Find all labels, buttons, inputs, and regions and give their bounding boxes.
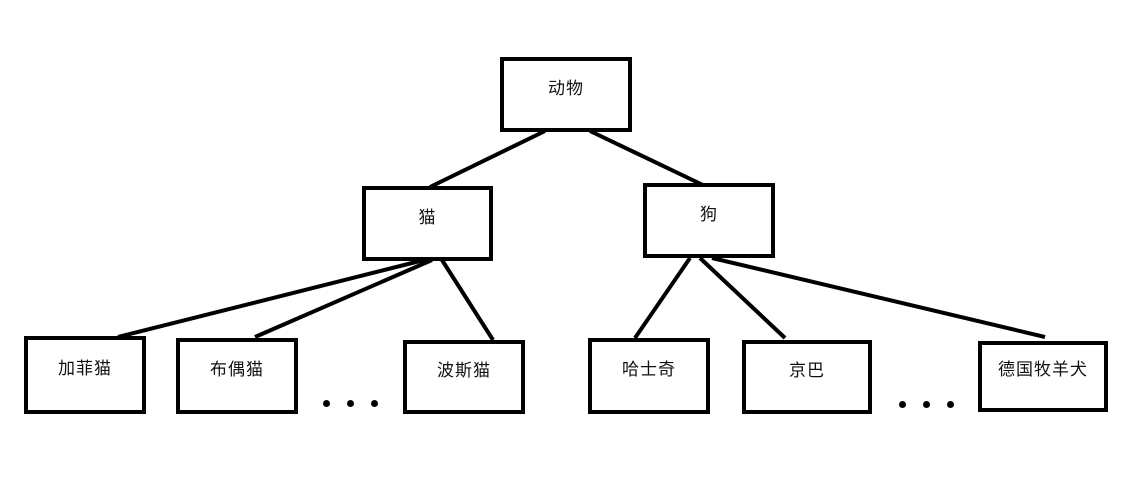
ellipsis-dot (323, 400, 330, 407)
ellipsis-dog-more (899, 401, 954, 408)
node-persian-cat[interactable]: 波斯猫 (403, 340, 525, 414)
node-german-shepherd[interactable]: 德国牧羊犬 (978, 341, 1108, 412)
node-root-animal[interactable]: 动物 (500, 57, 632, 132)
node-label: 京巴 (789, 360, 825, 381)
edge-root-to-dog (589, 129, 706, 188)
edge-dog-to-husky (633, 256, 692, 340)
ellipsis-dot (371, 400, 378, 407)
ellipsis-cat-more (323, 400, 378, 407)
node-label: 哈士奇 (622, 359, 676, 380)
node-label: 加菲猫 (58, 358, 112, 379)
node-cat[interactable]: 猫 (362, 186, 493, 261)
edge-cat-to-persian (440, 258, 495, 342)
node-garfield-cat[interactable]: 加菲猫 (24, 336, 146, 414)
node-pekingese[interactable]: 京巴 (742, 340, 872, 414)
node-husky[interactable]: 哈士奇 (588, 338, 710, 414)
node-label: 狗 (700, 205, 718, 225)
node-label: 猫 (418, 208, 437, 228)
edge-cat-to-ragdoll (254, 258, 433, 339)
ellipsis-dot (347, 400, 354, 407)
edge-dog-to-german-shepherd (711, 256, 1046, 339)
node-label: 布偶猫 (210, 359, 264, 380)
ellipsis-dot (899, 401, 906, 408)
node-dog[interactable]: 狗 (643, 183, 775, 258)
edge-dog-to-pekingese (698, 256, 787, 340)
node-label: 德国牧羊犬 (998, 360, 1088, 380)
ellipsis-dot (947, 401, 954, 408)
node-label: 波斯猫 (437, 360, 491, 381)
node-label: 动物 (548, 79, 584, 99)
edge-cat-to-garfield (117, 258, 425, 339)
node-ragdoll-cat[interactable]: 布偶猫 (176, 338, 298, 414)
ellipsis-dot (923, 401, 930, 408)
edge-root-to-cat (429, 129, 546, 189)
